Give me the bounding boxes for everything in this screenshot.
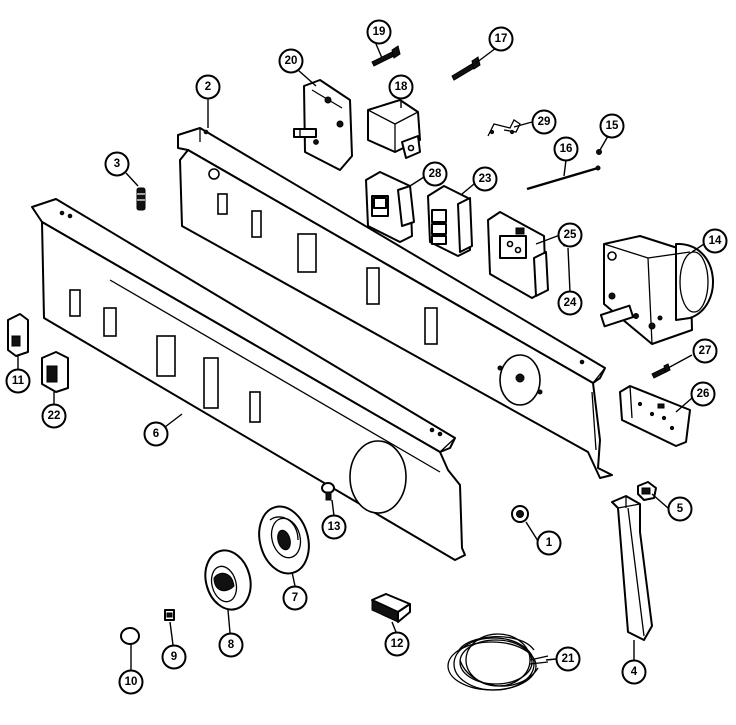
part-13-clip [321,482,335,501]
part-12-block [371,593,411,623]
callout-2: 2 [195,74,221,100]
callout-14-label: 14 [709,235,722,247]
callout-29: 29 [531,109,557,135]
callout-18-label: 18 [395,81,408,93]
callout-9-label: 9 [171,651,177,663]
callout-28: 28 [422,161,448,187]
part-4-trim-strip [611,495,653,641]
callout-1-label: 1 [546,537,553,549]
callout-19: 19 [366,19,392,45]
callout-4: 4 [621,659,647,685]
callout-21: 21 [555,646,581,672]
callout-29-label: 29 [538,116,551,128]
part-1-nut [511,505,529,523]
callout-10-label: 10 [125,676,138,688]
part-23-switch-bracket [427,185,473,257]
callout-18: 18 [388,74,414,100]
callout-26: 26 [690,381,716,407]
part-26-circuit-board [619,385,691,447]
callout-7-label: 7 [292,592,298,604]
callout-6-label: 6 [153,428,159,440]
callout-14: 14 [702,228,728,254]
part-5-clip [637,481,657,501]
callout-2-label: 2 [205,81,211,93]
callout-27-label: 27 [699,345,712,357]
part-29-clip [487,119,521,137]
part-27-screw [651,363,671,379]
part-6-front-panel [31,198,466,561]
part-19-screw [371,45,401,67]
callout-22-label: 22 [48,410,61,422]
callout-3-label: 3 [114,158,120,170]
callout-8-label: 8 [228,639,235,651]
callout-12: 12 [384,631,410,657]
part-22-rocker-switch [41,351,69,393]
callout-16: 16 [553,136,579,162]
callout-1: 1 [536,530,562,556]
callout-9: 9 [161,644,187,670]
callout-7: 7 [282,585,308,611]
callout-20-label: 20 [285,55,298,67]
callout-11-label: 11 [12,375,25,387]
callout-3: 3 [104,151,130,177]
callout-25: 25 [557,222,583,248]
part-18-transformer [367,99,421,159]
callout-8: 8 [218,632,244,658]
callout-26-label: 26 [697,388,710,400]
callout-23-label: 23 [479,173,492,185]
part-7-dial [258,505,310,575]
callout-24-label: 24 [564,297,577,309]
callout-13-label: 13 [328,521,341,533]
part-2-rear-panel [177,127,613,479]
part-10-cap [120,627,140,645]
callout-5-label: 5 [677,503,684,515]
callout-13: 13 [321,514,347,540]
part-21-wire-harness [447,633,549,691]
callout-10: 10 [118,669,144,695]
callout-27: 27 [692,338,718,364]
part-9-insert [164,609,175,621]
callout-4-label: 4 [631,666,638,678]
part-20-timer-bracket [293,79,353,171]
part-17-screw [451,56,481,81]
part-16-rod [526,165,601,191]
callout-11: 11 [5,368,31,394]
part-28-switch-bracket [365,171,415,243]
part-15-screw [596,149,602,155]
part-11-switch [7,313,29,357]
callout-25-label: 25 [564,229,577,241]
callout-24: 24 [557,290,583,316]
callout-19-label: 19 [373,26,386,38]
callout-6: 6 [143,421,169,447]
part-3-screw [136,187,146,211]
callout-21-label: 21 [562,653,575,665]
part-25-switch [487,211,549,299]
leader-lines [17,43,705,670]
callout-22: 22 [41,403,67,429]
callout-28-label: 28 [429,168,442,180]
part-14-timer [599,235,714,345]
callout-16-label: 16 [560,143,573,155]
callout-15: 15 [599,113,625,139]
callout-12-label: 12 [391,638,404,650]
callout-5: 5 [667,496,693,522]
part-8-knob [204,549,252,611]
callout-23: 23 [472,166,498,192]
callout-20: 20 [278,48,304,74]
callout-17-label: 17 [495,33,508,45]
callout-15-label: 15 [606,120,619,132]
callout-17: 17 [488,26,514,52]
